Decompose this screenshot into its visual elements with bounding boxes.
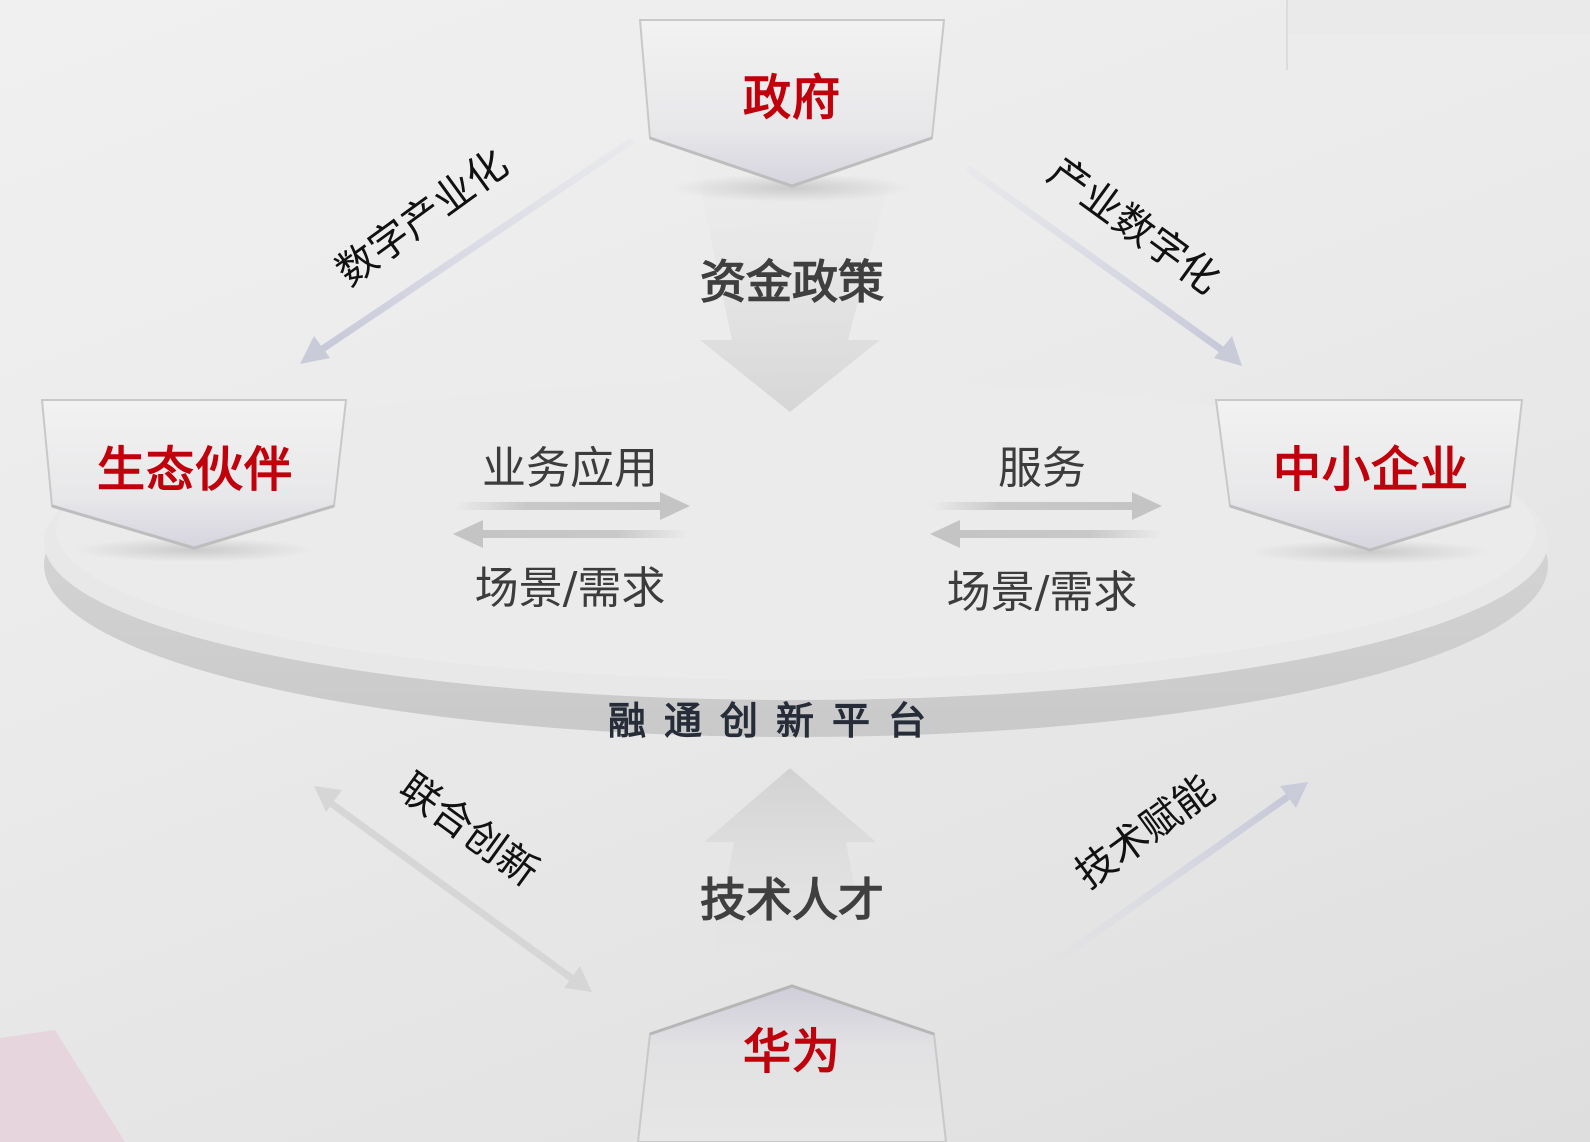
- funding-policy-label: 资金政策: [700, 255, 884, 309]
- node-ecosystem-partners: 生态伙伴: [96, 442, 293, 498]
- node-smes: 中小企业: [1272, 442, 1469, 498]
- right-scenario-demand-label: 场景/需求: [946, 567, 1138, 618]
- left-scenario-demand-label: 场景/需求: [474, 563, 666, 614]
- service-label: 服务: [998, 443, 1086, 494]
- platform-label: 融通创新平台: [607, 699, 944, 743]
- tech-talent-label: 技术人才: [700, 873, 884, 927]
- node-huawei: 华为: [742, 1024, 841, 1080]
- node-government: 政府: [742, 70, 841, 126]
- business-application-label: 业务应用: [482, 443, 658, 494]
